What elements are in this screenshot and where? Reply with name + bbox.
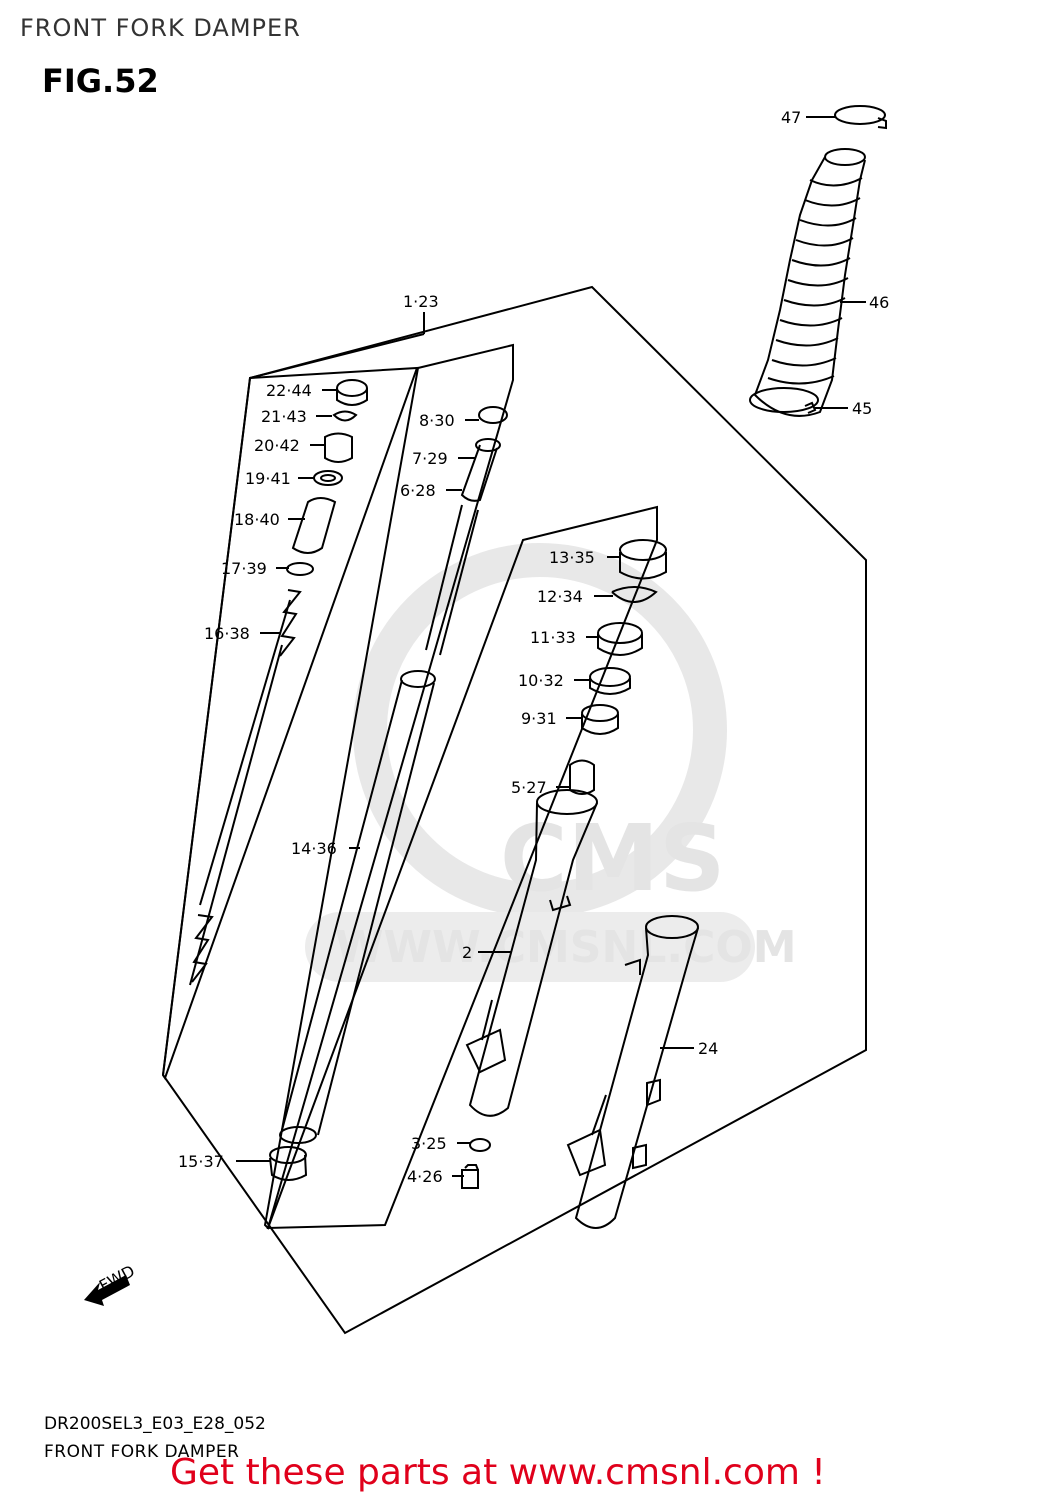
part-label: 46	[869, 293, 889, 312]
part-label: 24	[698, 1039, 718, 1058]
part-label: 22·44	[266, 381, 312, 400]
part-label: 10·32	[518, 671, 564, 690]
damper-rod-panel	[161, 366, 419, 1081]
part-label: 12·34	[537, 587, 583, 606]
part-label: 18·40	[234, 510, 280, 529]
part-label: 4·26	[407, 1167, 443, 1186]
part-label: 14·36	[291, 839, 337, 858]
part-label: 3·25	[411, 1134, 447, 1153]
part-label: 8·30	[419, 411, 455, 430]
part-label: 45	[852, 399, 872, 418]
figure-number: FIG.52	[42, 62, 159, 100]
part-label: 13·35	[549, 548, 595, 567]
fwd-arrow-icon: FWD	[84, 1261, 138, 1306]
part-label: 16·38	[204, 624, 250, 643]
part-label: 47	[781, 108, 801, 127]
part-label: 20·42	[254, 436, 300, 455]
watermark-brand: CMS	[500, 805, 725, 912]
part-label: 6·28	[400, 481, 436, 500]
part-label: 9·31	[521, 709, 557, 728]
part-label: 17·39	[221, 559, 267, 578]
part-label: 15·37	[178, 1152, 224, 1171]
part-label: 1·23	[403, 292, 439, 311]
outer-parts-panel	[266, 505, 658, 1230]
inner-tube-panel	[263, 343, 514, 1230]
part-label: 21·43	[261, 407, 307, 426]
part-label: 5·27	[511, 778, 547, 797]
promo-link[interactable]: Get these parts at www.cmsnl.com !	[170, 1452, 826, 1493]
part-label: 2	[462, 943, 472, 962]
part-label: 19·41	[245, 469, 291, 488]
watermark: CMS WWW.CMSNL.COM	[305, 543, 797, 982]
diagram-code: DR200SEL3_E03_E28_052	[44, 1414, 266, 1434]
watermark-url: WWW.CMSNL.COM	[335, 922, 797, 973]
part-label: 11·33	[530, 628, 576, 647]
part-label: 7·29	[412, 449, 448, 468]
page-title: FRONT FORK DAMPER	[20, 14, 301, 42]
diagram-caption: FRONT FORK DAMPER	[44, 1442, 240, 1462]
